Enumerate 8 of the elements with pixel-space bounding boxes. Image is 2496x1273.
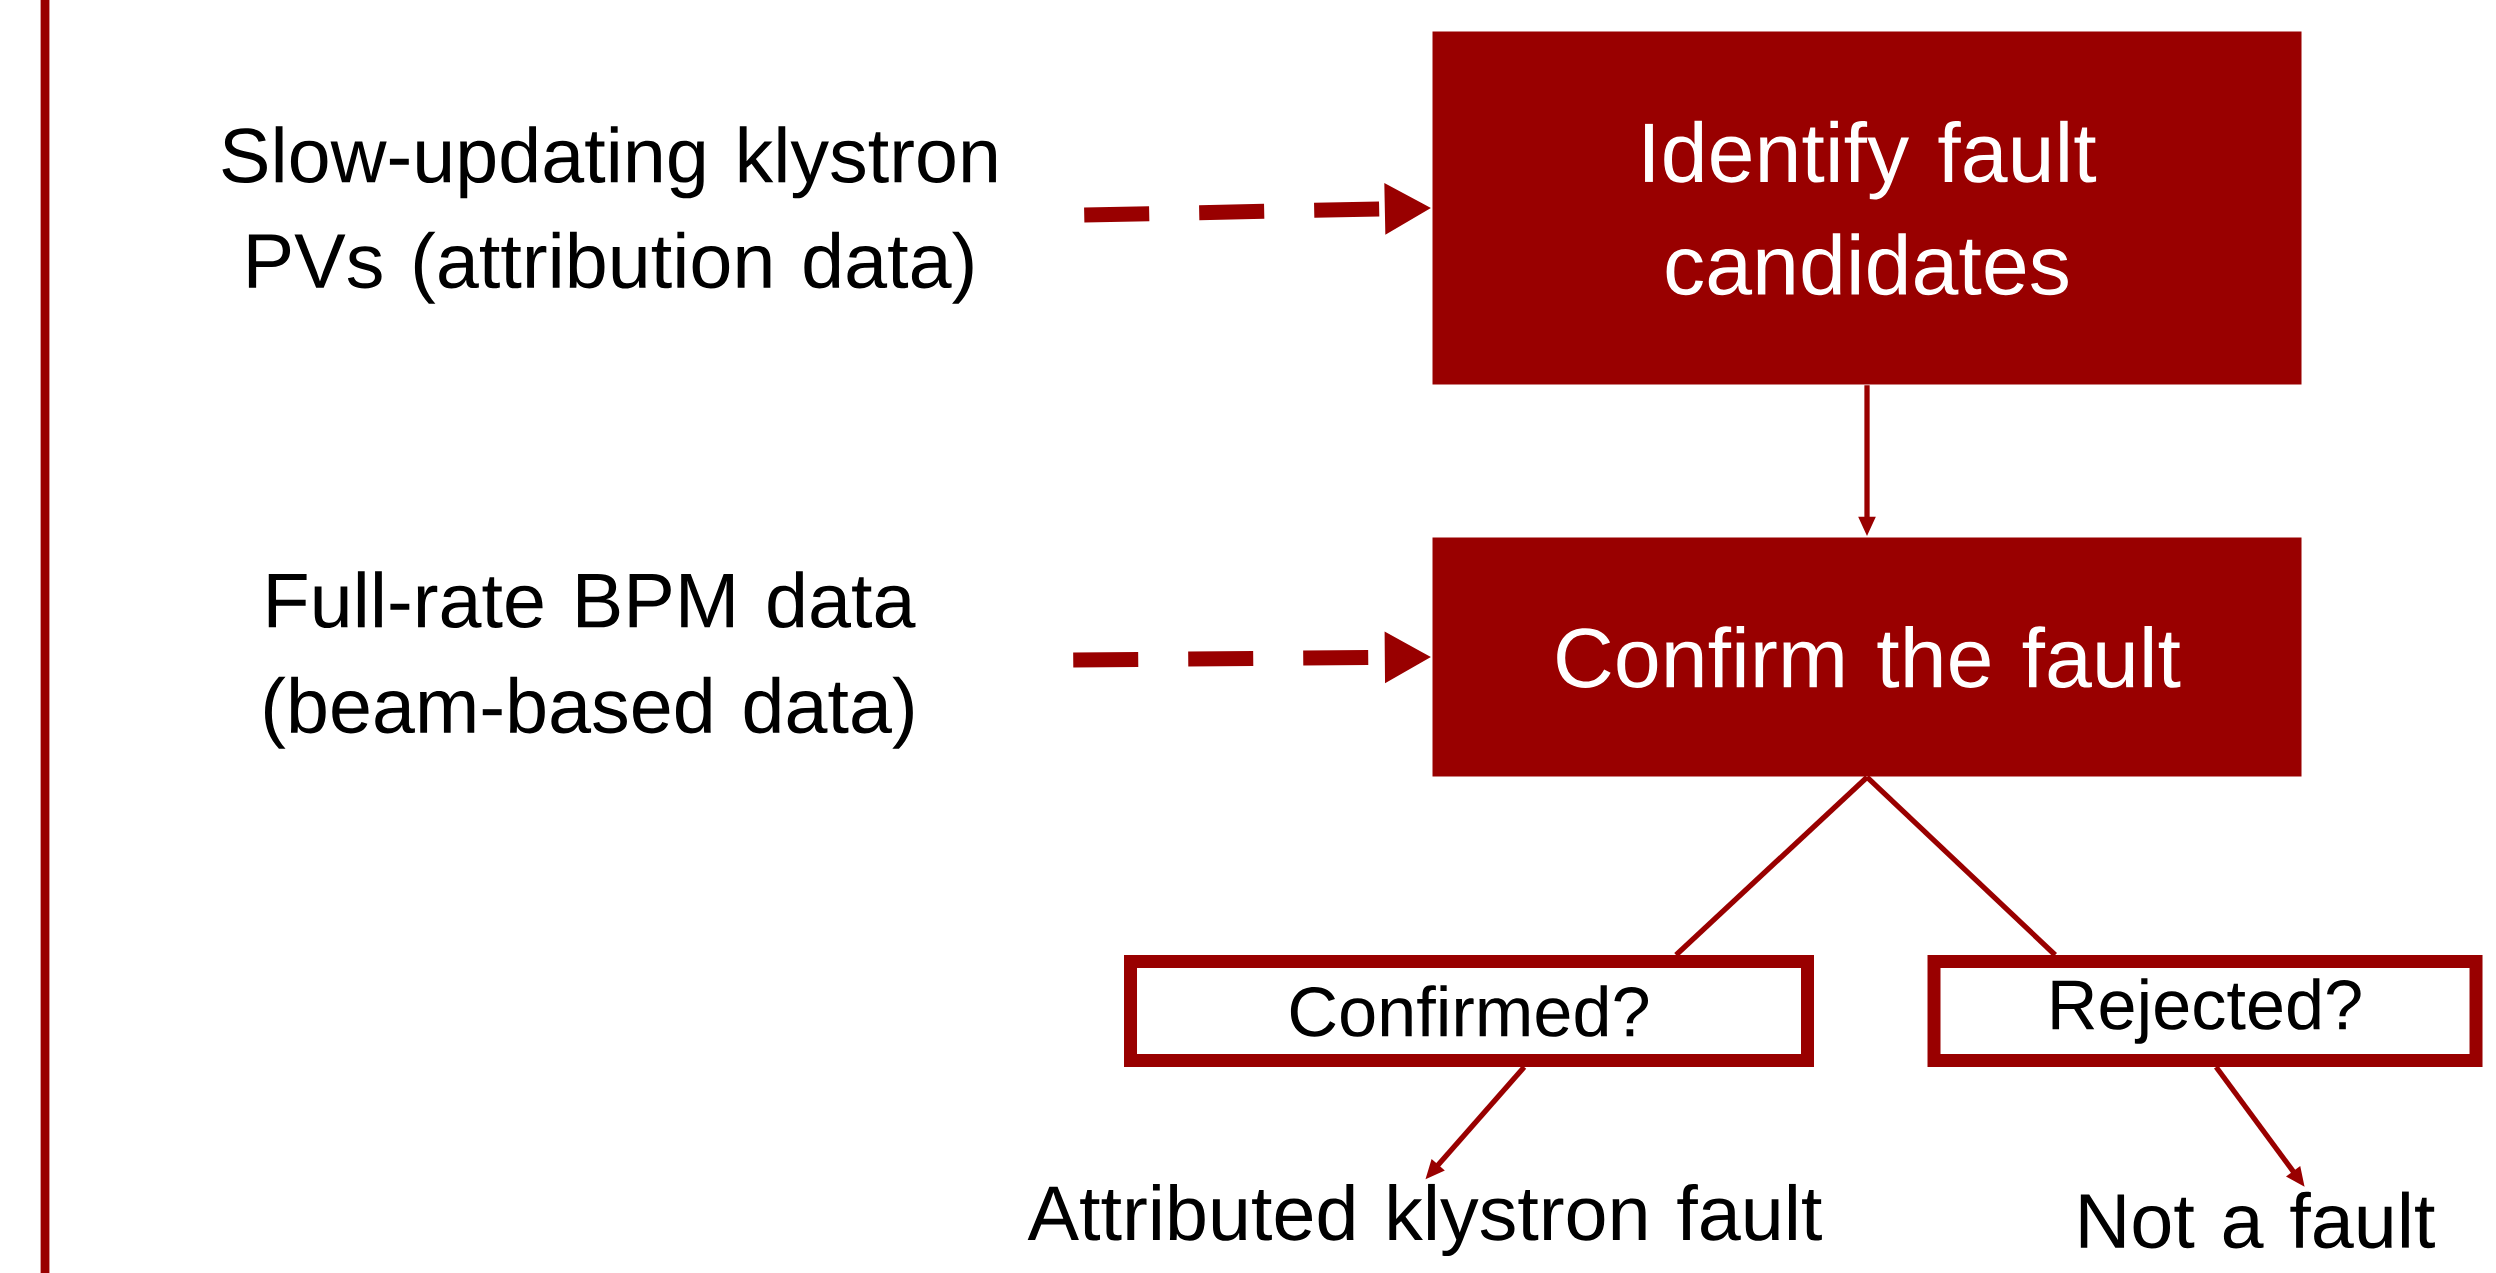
decision-box: Confirmed? bbox=[1124, 955, 1814, 1067]
plain-text: Full-rate BPM data (beam-based data) bbox=[265, 571, 916, 749]
outcome-text: Not a fault bbox=[2080, 1191, 2435, 1249]
plain-text: Slow-updating klystron PVs (attribution data) bbox=[222, 126, 996, 304]
process-box: Confirm the fault bbox=[1432, 537, 2302, 777]
outcome-text: Attributed klystron fault bbox=[1027, 1183, 1822, 1257]
decision-box: Rejected? bbox=[1927, 955, 2483, 1067]
process-box: Identify fault candidates bbox=[1432, 31, 2302, 385]
